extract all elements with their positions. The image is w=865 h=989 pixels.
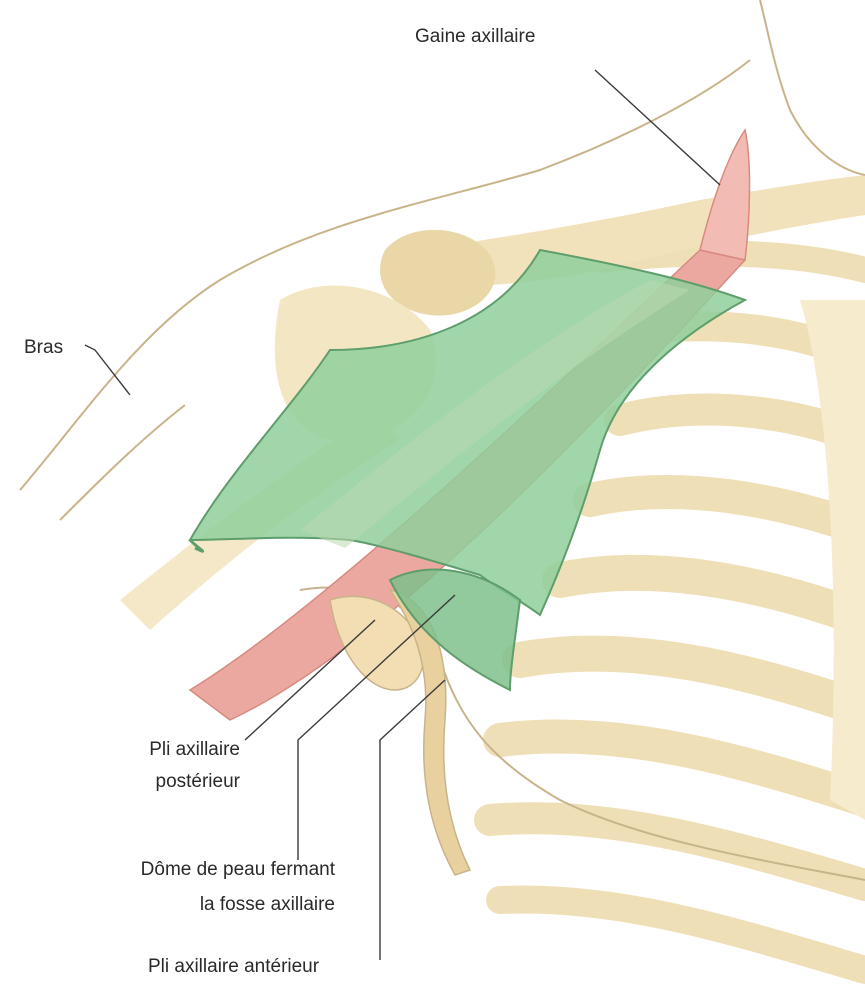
rib-8 — [490, 818, 865, 885]
rib-4 — [590, 492, 865, 530]
label-pli-posterieur-line1: Pli axillaire — [115, 735, 240, 764]
arm-lower-contour — [60, 405, 185, 520]
rib-5 — [560, 573, 865, 620]
rib-6 — [520, 654, 865, 710]
axillary-fascia — [190, 250, 745, 690]
neck-contour — [760, 0, 865, 175]
label-dome-line2: la fosse axillaire — [45, 890, 335, 919]
label-dome-line1: Dôme de peau fermant — [45, 855, 335, 884]
rib-7 — [500, 736, 865, 800]
axillary-sheath-tip — [700, 130, 750, 260]
leader-gaine — [595, 70, 720, 185]
sternum — [800, 300, 865, 820]
label-bras: Bras — [24, 333, 63, 362]
label-pli-posterieur-line2: postérieur — [115, 767, 240, 796]
label-pli-anterieur: Pli axillaire antérieur — [148, 952, 319, 981]
rib-9 — [500, 900, 865, 970]
leader-bras — [85, 345, 130, 395]
label-gaine-axillaire: Gaine axillaire — [415, 22, 535, 51]
